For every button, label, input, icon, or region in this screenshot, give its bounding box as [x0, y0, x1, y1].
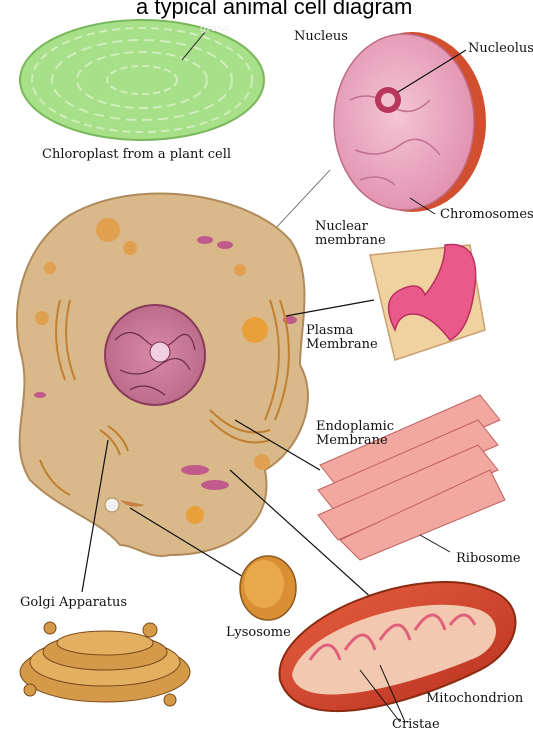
nucleus-label: Nucleus — [294, 30, 348, 44]
plasma-membrane-label-line2: Membrane — [306, 338, 378, 352]
mitochondrion-label: Mitochondrion — [426, 692, 523, 706]
nuclear-membrane-label-line2: membrane — [315, 234, 386, 248]
nucleolus-label: Nucleolus — [468, 42, 533, 56]
chromosomes-label: Chromosomes — [440, 208, 533, 222]
er-label-line2: Membrane — [316, 434, 388, 448]
ribosome-label: Ribosome — [456, 552, 521, 566]
lysosome-label: Lysosome — [226, 626, 291, 640]
animal-cell — [17, 193, 385, 610]
nuclear-membrane-label-line1: Nuclear — [315, 220, 368, 234]
plasma-membrane-label-line1: Plasma — [306, 324, 353, 338]
lysosome-detail — [240, 556, 296, 620]
grana-label: grana — [200, 22, 230, 36]
er-label-line1: Endoplamic — [316, 420, 394, 434]
golgi-apparatus — [20, 622, 190, 706]
golgi-label: Golgi Apparatus — [20, 596, 127, 610]
chloroplast — [20, 20, 264, 140]
plasma-membrane-detail — [370, 245, 485, 361]
chloroplast-label: Chloroplast from a plant cell — [42, 148, 231, 162]
